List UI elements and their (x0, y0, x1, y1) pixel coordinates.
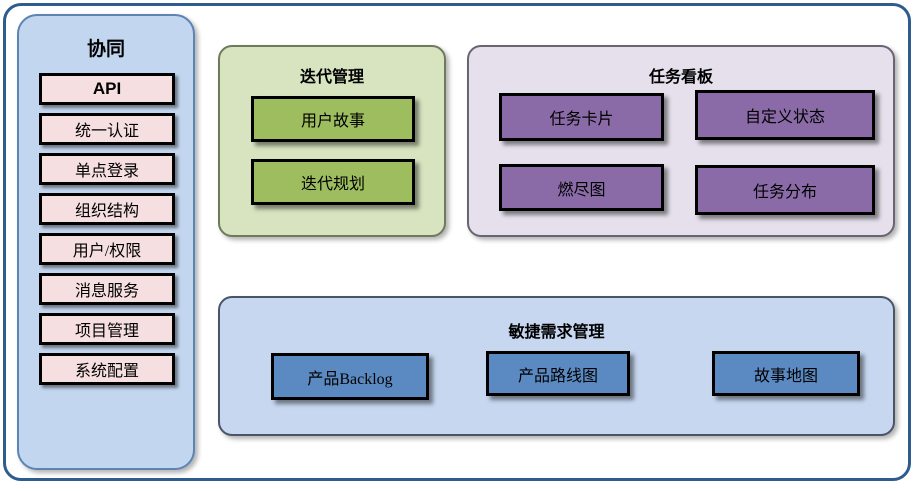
sidebar-item-label: 消息服务 (74, 283, 139, 300)
sidebar-item-project-management[interactable]: 项目管理 (39, 313, 175, 345)
node-label: 任务卡片 (549, 111, 614, 128)
node-label: 任务分布 (752, 184, 817, 201)
sidebar-item-list: API 统一认证 单点登录 组织结构 用户/权限 消息服务 项目管理 系统配置 (39, 73, 175, 393)
panel-title-agile-requirements-management: 敏捷需求管理 (508, 324, 605, 341)
node-label: 燃尽图 (557, 181, 606, 199)
node-label: 产品Backlog (307, 370, 393, 388)
sidebar-item-unified-auth[interactable]: 统一认证 (39, 113, 175, 145)
node-label: 自定义状态 (744, 109, 825, 126)
sidebar-item-org-structure[interactable]: 组织结构 (39, 193, 175, 225)
sidebar-item-label: API (92, 79, 122, 98)
panel-agile-requirements-management[interactable]: 敏捷需求管理 产品Backlog 产品路线图 故事地图 (218, 296, 895, 436)
sidebar-item-message-service[interactable]: 消息服务 (39, 273, 175, 305)
node-story-map[interactable]: 故事地图 (712, 351, 860, 396)
sidebar-item-user-permission[interactable]: 用户/权限 (39, 233, 175, 265)
node-product-backlog[interactable]: 产品Backlog (271, 353, 429, 400)
node-product-roadmap[interactable]: 产品路线图 (486, 351, 630, 396)
sidebar-title: 协同 (86, 39, 125, 60)
node-burndown-chart[interactable]: 燃尽图 (499, 164, 664, 211)
node-label: 用户故事 (300, 113, 365, 130)
sidebar-item-label: 项目管理 (74, 323, 139, 340)
panel-iteration-management[interactable]: 迭代管理 用户故事 迭代规划 (218, 45, 446, 237)
node-task-card[interactable]: 任务卡片 (499, 93, 664, 141)
node-label: 迭代规划 (300, 176, 365, 193)
node-iteration-planning[interactable]: 迭代规划 (251, 159, 415, 205)
sidebar-item-label: 统一认证 (74, 123, 139, 140)
panel-title-iteration-management: 迭代管理 (299, 69, 364, 86)
panel-title-task-board: 任务看板 (648, 69, 713, 86)
node-label: 故事地图 (753, 367, 818, 385)
sidebar-item-label: 组织结构 (74, 203, 139, 220)
sidebar-item-single-sign-on[interactable]: 单点登录 (39, 153, 175, 185)
sidebar-panel-collaboration[interactable]: 协同 API 统一认证 单点登录 组织结构 用户/权限 消息服务 项目管理 (17, 14, 195, 470)
panel-task-board[interactable]: 任务看板 任务卡片 自定义状态 燃尽图 任务分布 (467, 45, 895, 237)
sidebar-item-label: 用户/权限 (72, 243, 142, 260)
node-user-story[interactable]: 用户故事 (251, 96, 415, 142)
sidebar-item-api[interactable]: API (39, 73, 175, 105)
sidebar-item-label: 系统配置 (74, 363, 139, 380)
node-label: 产品路线图 (517, 367, 598, 385)
sidebar-item-label: 单点登录 (74, 163, 139, 180)
node-custom-status[interactable]: 自定义状态 (695, 90, 875, 140)
node-task-distribution[interactable]: 任务分布 (695, 165, 875, 215)
sidebar-item-system-config[interactable]: 系统配置 (39, 353, 175, 385)
